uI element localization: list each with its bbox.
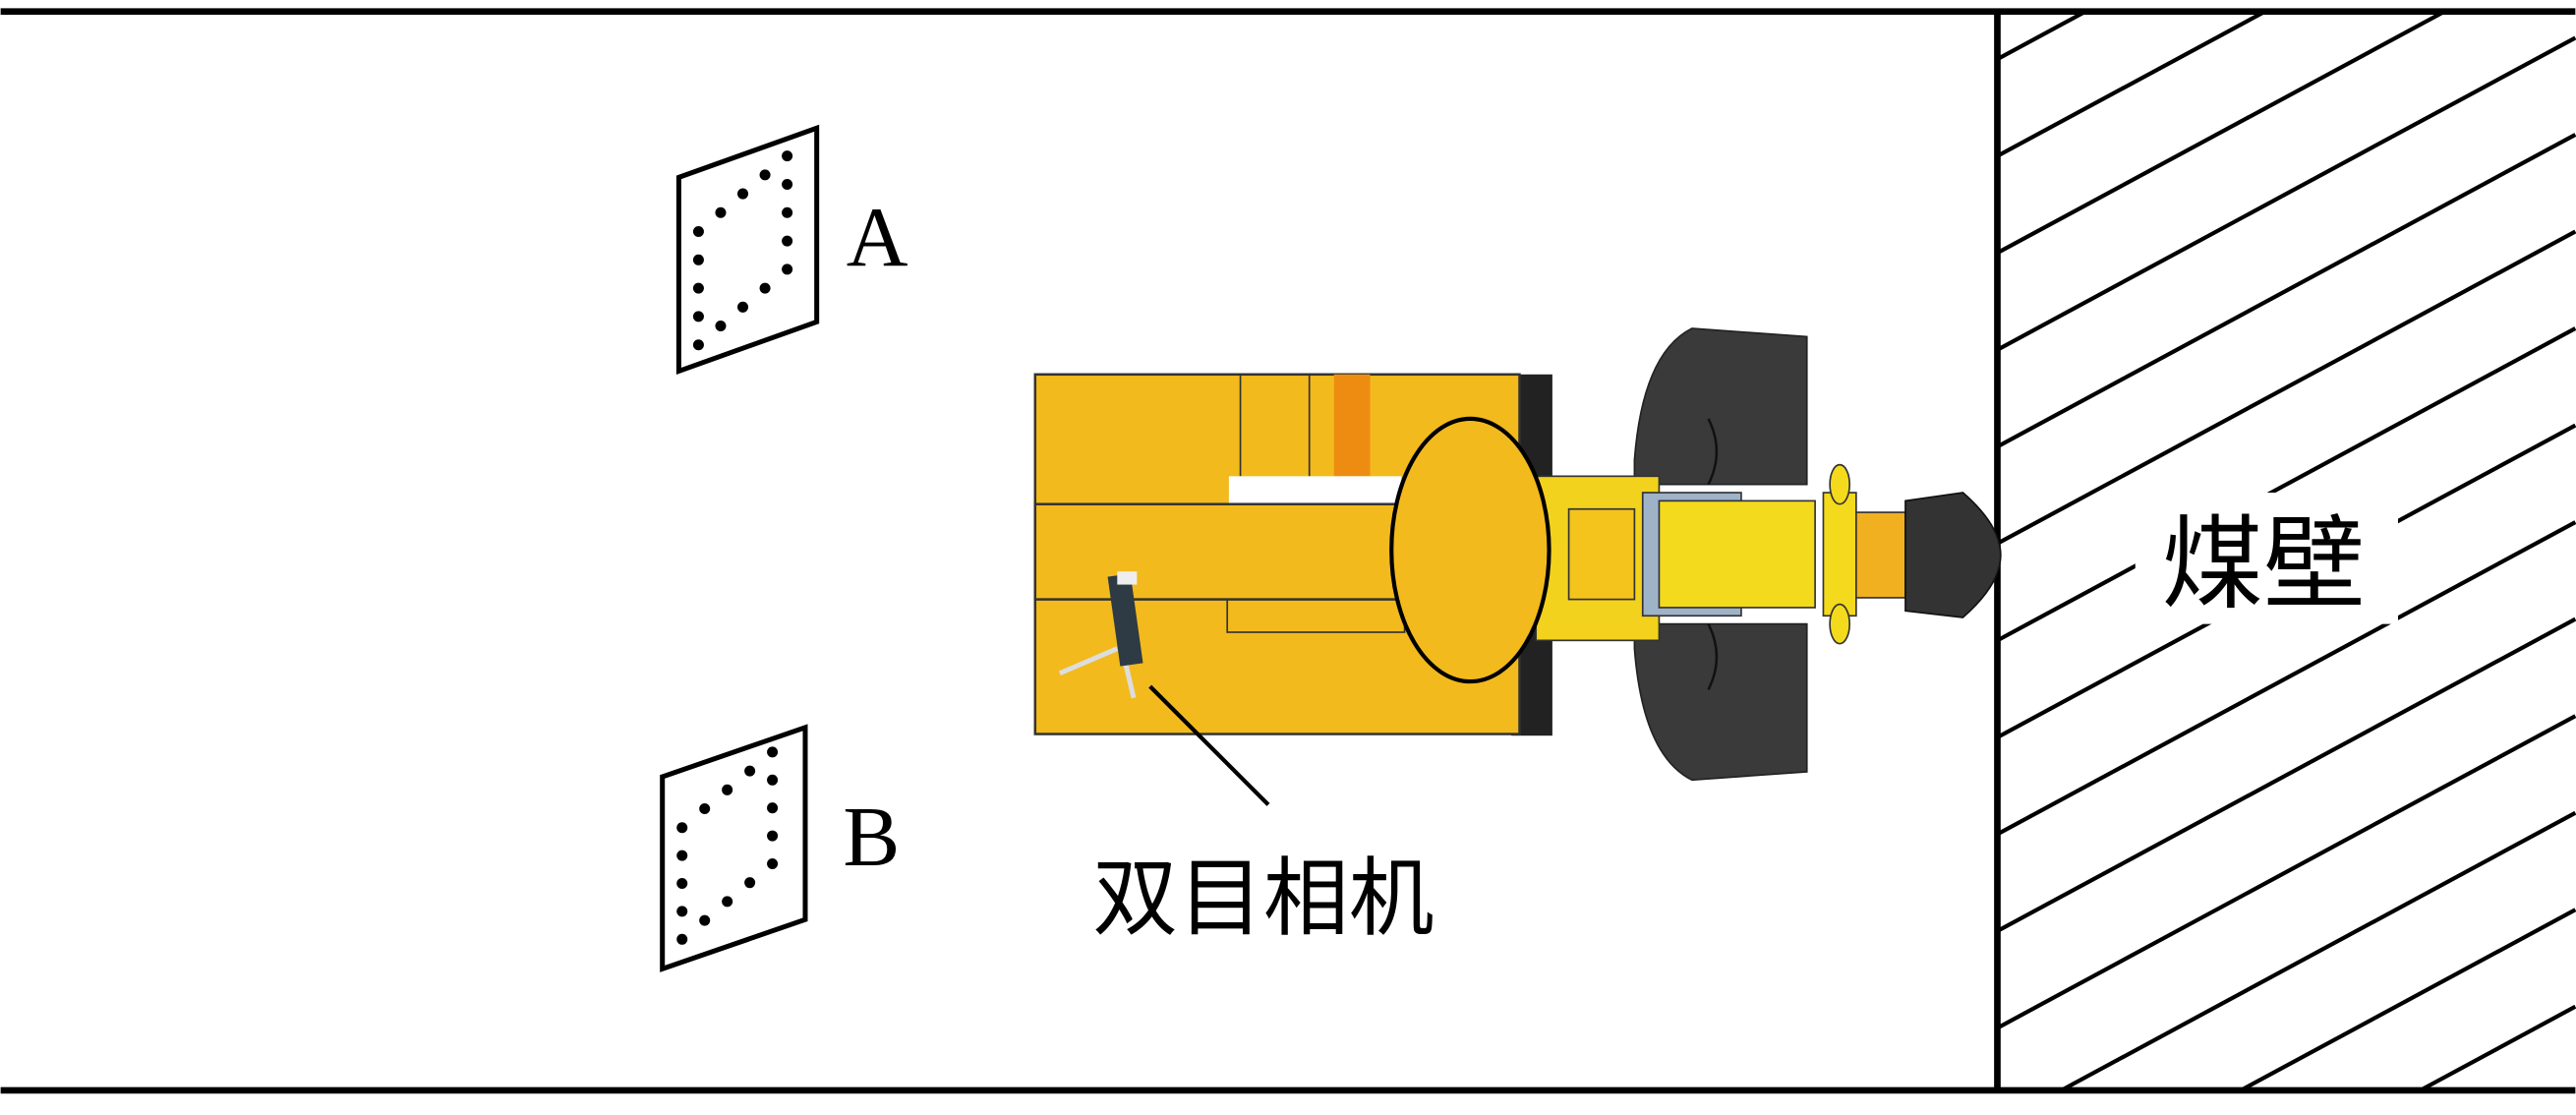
target-dot: [782, 235, 793, 247]
target-b-label: B: [843, 790, 900, 884]
coal-wall-hatching: [1996, 9, 2576, 1092]
hatch-line: [1996, 9, 2266, 158]
target-dot: [782, 178, 793, 190]
hatch-line: [1996, 714, 2576, 1030]
target-dot: [699, 803, 711, 815]
orange-panel: [1333, 374, 1371, 477]
target-dot: [692, 282, 704, 294]
target-dot: [767, 746, 779, 758]
target-dot: [676, 906, 688, 917]
cutting-boom: [1658, 499, 1816, 609]
target-dot: [782, 150, 793, 162]
coal-wall-label-bg: [2135, 493, 2398, 624]
target-dot: [676, 933, 688, 945]
hatch-line: [1996, 9, 2446, 256]
target-dot: [722, 784, 733, 795]
target-dot: [692, 339, 704, 351]
target-dot: [676, 878, 688, 890]
target-dot: [782, 206, 793, 218]
hatch-line: [1996, 616, 2576, 933]
hatch-line: [1996, 35, 2576, 352]
hatch-line: [2419, 1004, 2576, 1092]
loading-disc-bottom: [1633, 622, 1808, 782]
roadheader-machine: [1033, 327, 2002, 782]
hatch-line: [1996, 133, 2576, 449]
calibration-target-b: [660, 724, 808, 972]
stereo-camera-icon: [1058, 571, 1143, 699]
target-a-label: A: [847, 191, 908, 285]
conveyor-arm: [1033, 502, 1406, 601]
target-b-dots: [676, 746, 779, 945]
target-dot: [782, 264, 793, 275]
turret: [1389, 416, 1551, 684]
target-dot: [744, 877, 756, 889]
target-dot: [737, 188, 749, 200]
hatch-line: [1996, 229, 2576, 546]
target-dot: [767, 774, 779, 786]
camera-leader-line: [1148, 684, 1270, 806]
cutter-head: [1904, 492, 2002, 618]
loading-disc-top: [1633, 327, 1808, 486]
camera-label: 双目相机: [1092, 852, 1434, 947]
target-dot: [715, 206, 727, 218]
target-dot: [676, 822, 688, 834]
hatch-line: [1996, 520, 2576, 837]
target-dot: [676, 850, 688, 861]
target-dot: [767, 830, 779, 842]
target-dot: [692, 225, 704, 237]
hatch-line: [1996, 9, 2087, 61]
coal-wall-label: 煤壁: [2162, 510, 2366, 622]
target-dot: [744, 765, 756, 777]
calibration-target-a: [675, 124, 820, 375]
target-a-dots: [692, 150, 793, 351]
body-gap: [1228, 476, 1402, 504]
target-dot: [692, 254, 704, 265]
hatch-line: [2060, 810, 2576, 1092]
target-dot: [737, 301, 749, 313]
target-dot: [715, 321, 727, 332]
target-dot: [692, 311, 704, 323]
hatch-line: [1996, 326, 2576, 643]
target-dot: [767, 802, 779, 814]
target-dot: [759, 169, 771, 181]
target-dot: [722, 896, 733, 908]
target-dot: [759, 282, 771, 294]
target-dot: [767, 857, 779, 869]
target-dot: [699, 914, 711, 926]
hatch-line: [2240, 908, 2576, 1092]
